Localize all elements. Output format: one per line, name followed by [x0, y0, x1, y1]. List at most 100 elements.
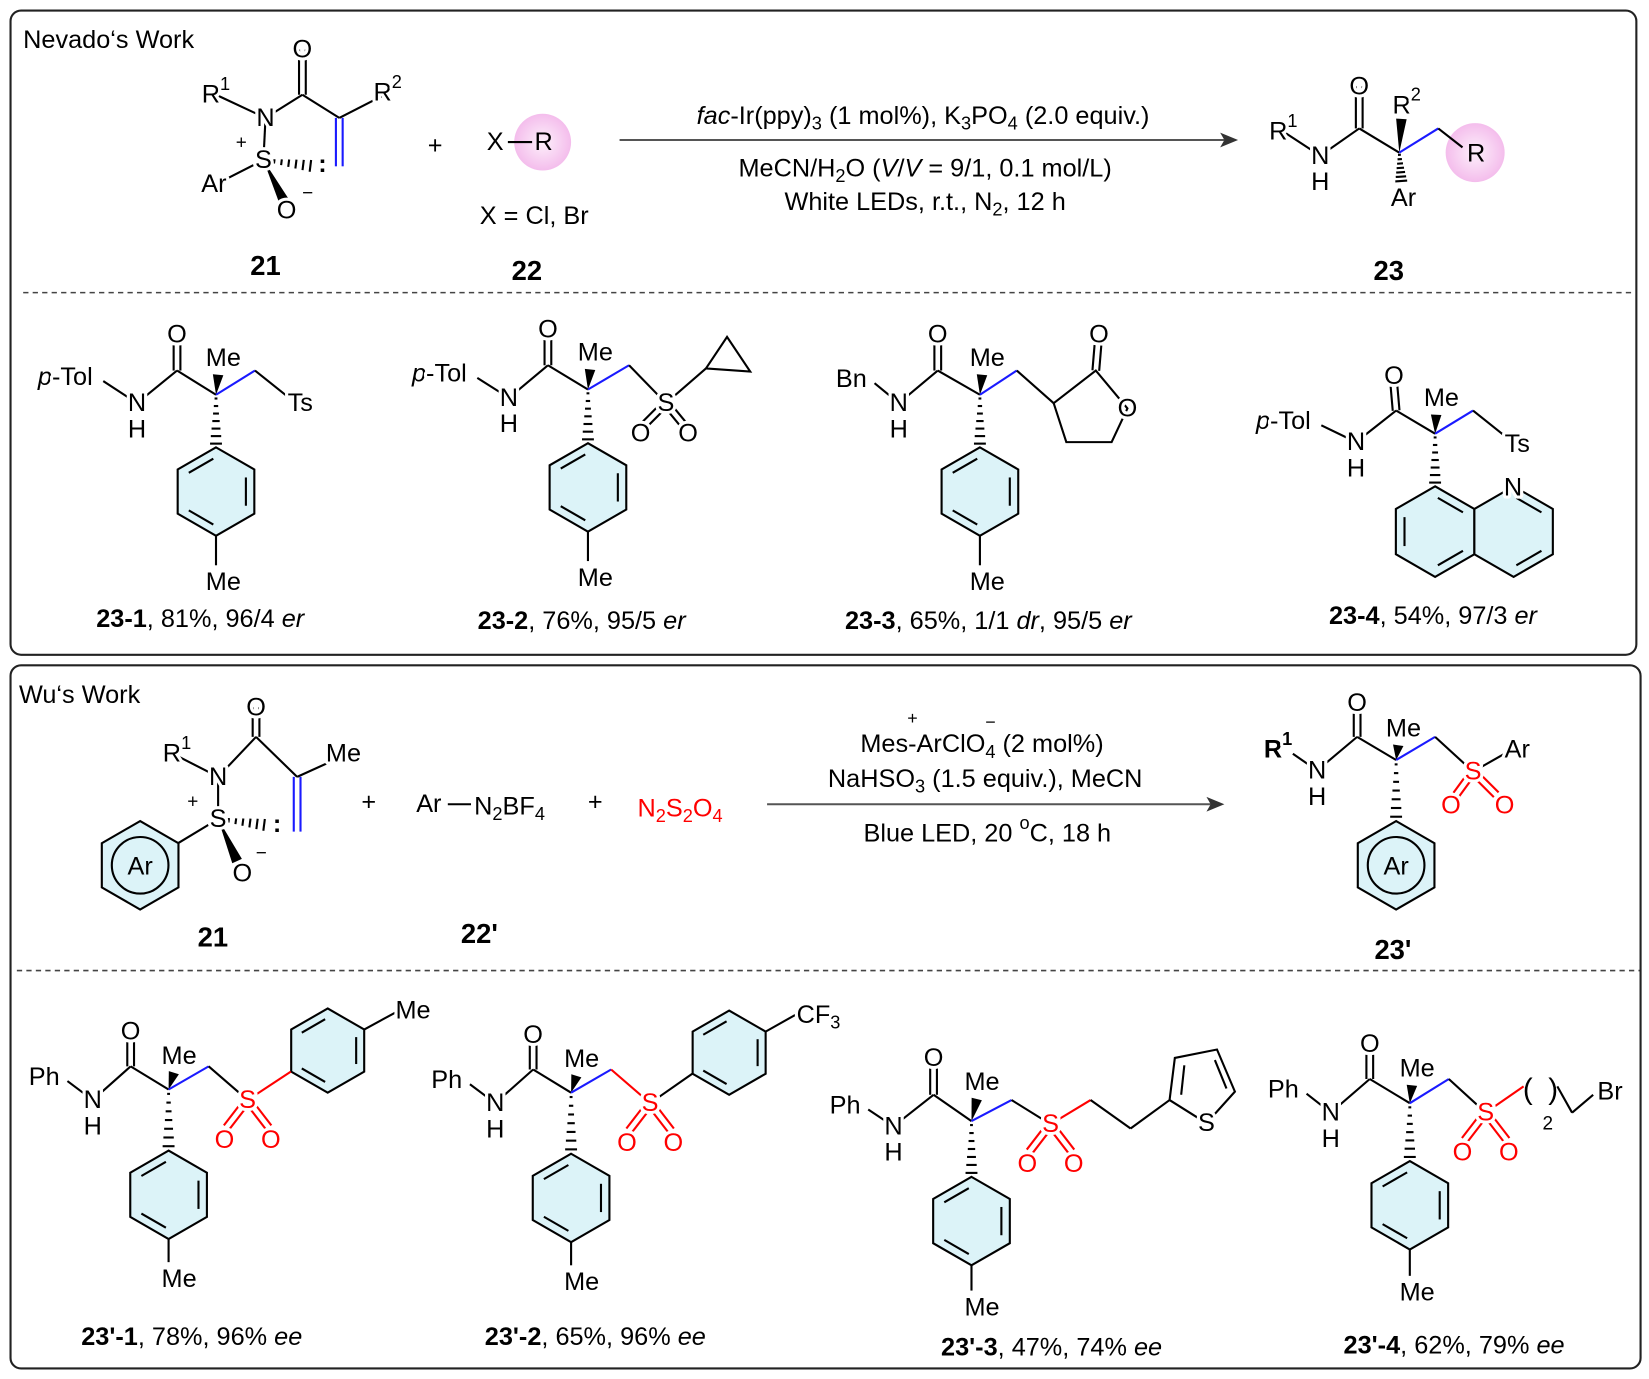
ring-double-bond — [943, 1238, 970, 1255]
example-caption-23p-2: 23'-2, 65%, 96% ee — [485, 1323, 706, 1351]
text-segment: BF — [503, 792, 535, 820]
atom-label: CF3 — [797, 1001, 841, 1033]
atom-label: Me — [162, 1042, 197, 1070]
atom-label: O — [1017, 1150, 1037, 1178]
wedge-bond — [976, 374, 988, 395]
text-segment: R — [1269, 118, 1287, 146]
atom-label: R1 — [202, 74, 230, 109]
atom-label: Me — [970, 344, 1005, 372]
ring-double-bond — [1382, 1171, 1408, 1188]
text-segment: 2 — [992, 200, 1002, 220]
atom-label: O — [1495, 791, 1515, 819]
ring-double-bond — [140, 1160, 167, 1177]
text-segment: V — [881, 154, 900, 182]
bond — [217, 736, 257, 778]
text-segment: ee — [678, 1323, 706, 1351]
new-bond — [168, 1065, 210, 1091]
text-segment: 4 — [1008, 113, 1018, 133]
atom-label: X — [487, 128, 504, 156]
hashed-bond — [1429, 436, 1442, 484]
diazonium-salt: N2BF4 — [474, 792, 545, 824]
bond — [494, 1068, 534, 1104]
bond — [1010, 1099, 1052, 1126]
compound-label-22: 22 — [512, 255, 542, 286]
atom-label: Me — [578, 564, 613, 592]
atom-label: H — [486, 1116, 504, 1144]
plus-sign: + — [588, 788, 603, 816]
atom-label: Me — [1424, 384, 1459, 412]
atom-label: H — [1311, 168, 1329, 196]
atom-label: Ar — [1383, 852, 1408, 880]
wedge-bond — [584, 368, 596, 390]
double-bond — [1052, 1121, 1076, 1151]
wedge-bond — [218, 818, 242, 864]
positive-charge: + — [236, 133, 247, 154]
text-segment: N — [474, 792, 492, 820]
text-segment: , 76%, 95/5 — [528, 607, 663, 635]
text-segment: , 54%, 97/3 — [1380, 602, 1515, 630]
ring-double-bond — [1515, 496, 1542, 514]
atom-label: S — [1198, 1109, 1215, 1137]
text-segment: V — [905, 154, 924, 182]
wedge-bond — [263, 160, 290, 205]
text-segment: ee — [274, 1323, 302, 1351]
atom-label: Ar — [127, 852, 152, 880]
bond — [649, 1072, 693, 1105]
bond — [136, 369, 178, 404]
bond — [1319, 127, 1360, 157]
double-bond — [228, 1101, 252, 1131]
wedge-bond — [1393, 744, 1404, 761]
text-segment: , 81%, 96/4 — [147, 605, 282, 633]
double-bond — [625, 1100, 649, 1130]
atom-label: O — [277, 197, 297, 225]
hashed-bond — [1395, 153, 1408, 183]
double-bond — [1474, 768, 1500, 794]
new-bond — [215, 369, 256, 396]
text-segment: , 62%, 79% — [1400, 1331, 1536, 1359]
text-segment: 1 — [1287, 111, 1297, 131]
atom-label: Ar — [1505, 736, 1530, 764]
atom-label: S — [210, 805, 227, 833]
example-caption-23-2: 23-2, 76%, 95/5 er — [478, 607, 688, 635]
atom-label: O — [1064, 1150, 1084, 1178]
atom-label: R1 — [163, 733, 191, 768]
atom-label: Me — [395, 997, 430, 1025]
bond — [1180, 1065, 1186, 1095]
conditions-catalyst: fac-Ir(ppy)3 (1 mol%), K3PO4 (2.0 equiv.… — [697, 102, 1150, 134]
bond — [66, 1080, 94, 1101]
text-segment: 3 — [830, 1012, 840, 1032]
double-bond — [244, 1101, 267, 1131]
bond — [1369, 1078, 1411, 1105]
ring-double-bond — [188, 457, 214, 474]
atom-label: Me — [1400, 1054, 1435, 1082]
atom-label: Bn — [836, 365, 867, 393]
text-segment: 23-2 — [478, 607, 529, 635]
wedge-bond — [1430, 414, 1442, 434]
atom-label: O — [167, 321, 187, 349]
text-segment: Blue LED, 20 — [863, 820, 1019, 848]
text-segment: 23'-2 — [485, 1323, 542, 1351]
atom-label: O — [678, 420, 698, 448]
atom-label: H — [500, 410, 518, 438]
atom-label: O — [617, 1129, 637, 1157]
bond — [92, 1065, 132, 1101]
atom-label: O — [246, 693, 266, 721]
text-segment: p — [37, 363, 52, 391]
text-segment: er — [663, 607, 687, 635]
text-segment: , 12 h — [1003, 188, 1066, 216]
bond — [1129, 1099, 1171, 1130]
text-segment: R — [202, 81, 220, 109]
atom-label: Me — [578, 339, 613, 367]
compound-label-21: 21 — [198, 921, 228, 952]
r-group-highlight — [514, 113, 572, 171]
text-segment: -Ir(ppy) — [730, 102, 811, 130]
hashed-bond — [1403, 1106, 1416, 1159]
conditions-light: White LEDs, r.t., N2, 12 h — [784, 188, 1065, 220]
text-segment: , 65%, 1/1 — [896, 607, 1017, 635]
bond — [1330, 1078, 1371, 1114]
text-segment: o — [1019, 813, 1029, 833]
text-segment: (1 mol%), K — [822, 102, 961, 130]
text-segment: R — [1392, 91, 1410, 119]
double-bond — [667, 400, 689, 425]
atom-label: N — [128, 389, 146, 417]
